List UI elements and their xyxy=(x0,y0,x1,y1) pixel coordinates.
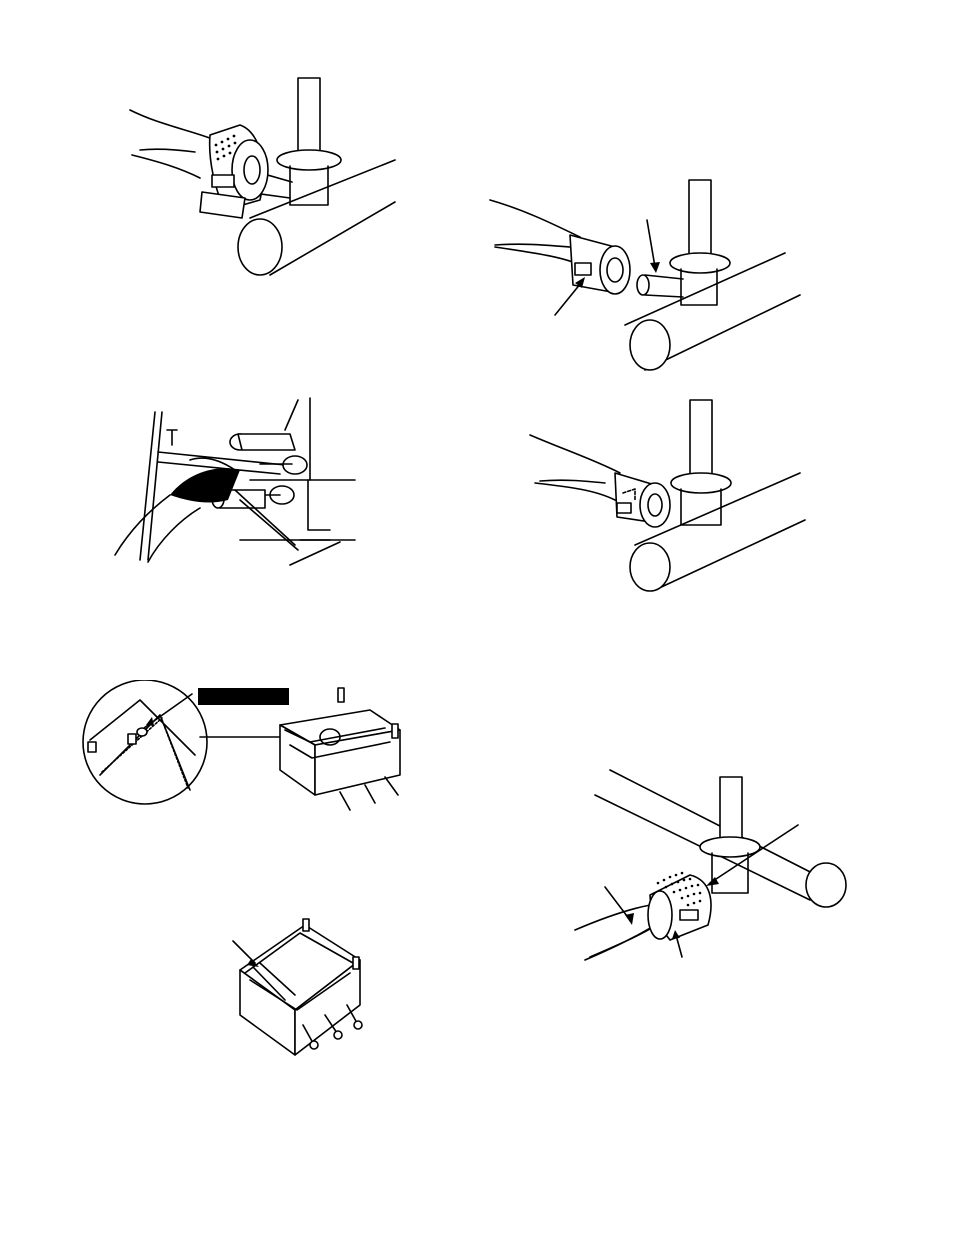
fig-burner-tray xyxy=(225,915,375,1065)
fig-air-shutter-installed xyxy=(570,765,850,975)
fig-remove-burners xyxy=(110,390,370,570)
fig-burner-orifice-alignment xyxy=(485,175,805,375)
fig-remove-air-shutter xyxy=(120,70,410,280)
tray-label-box xyxy=(198,688,289,705)
fig-burner-installed xyxy=(525,395,815,595)
